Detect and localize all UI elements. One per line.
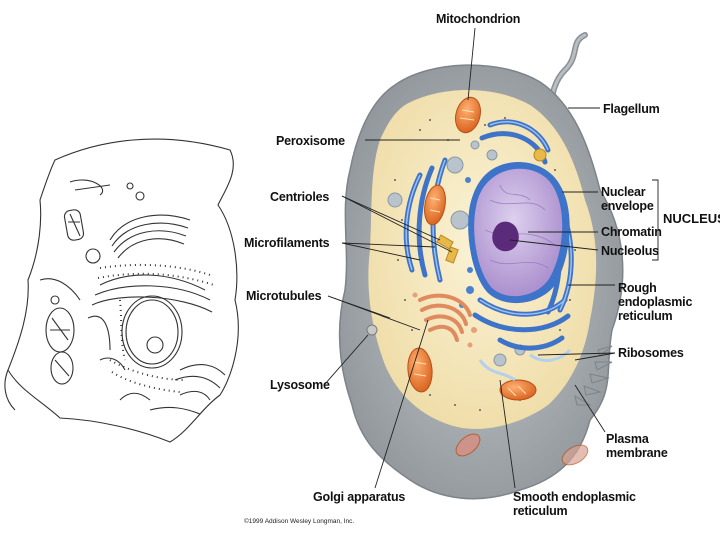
nucleolus-shape (492, 222, 519, 252)
label-microtubules: Microtubules (246, 289, 321, 303)
label-nuclear-envelope: Nuclear envelope (601, 185, 654, 213)
label-ribosomes: Ribosomes (618, 346, 684, 360)
label-mitochondrion: Mitochondrion (436, 12, 520, 26)
colored-cell (340, 35, 623, 499)
label-flagellum: Flagellum (603, 102, 660, 116)
copyright-credit: ©1999 Addison Wesley Longman, Inc. (244, 518, 354, 525)
label-lysosome: Lysosome (270, 378, 330, 392)
label-centrioles: Centrioles (270, 190, 329, 204)
label-rough-er: Rough endoplasmic reticulum (618, 281, 692, 323)
nucleus-shape (468, 162, 570, 303)
label-microfilaments: Microfilaments (244, 236, 329, 250)
label-peroxisome: Peroxisome (276, 134, 345, 148)
label-smooth-er: Smooth endoplasmic reticulum (513, 490, 636, 518)
line-drawing-cell (5, 139, 238, 442)
label-golgi: Golgi apparatus (313, 490, 405, 504)
label-nucleolus: Nucleolus (601, 244, 659, 258)
label-plasma-membrane: Plasma membrane (606, 432, 668, 460)
lysosome-shape (367, 325, 377, 335)
label-nucleus: NUCLEUS (663, 212, 720, 226)
label-chromatin: Chromatin (601, 225, 662, 239)
